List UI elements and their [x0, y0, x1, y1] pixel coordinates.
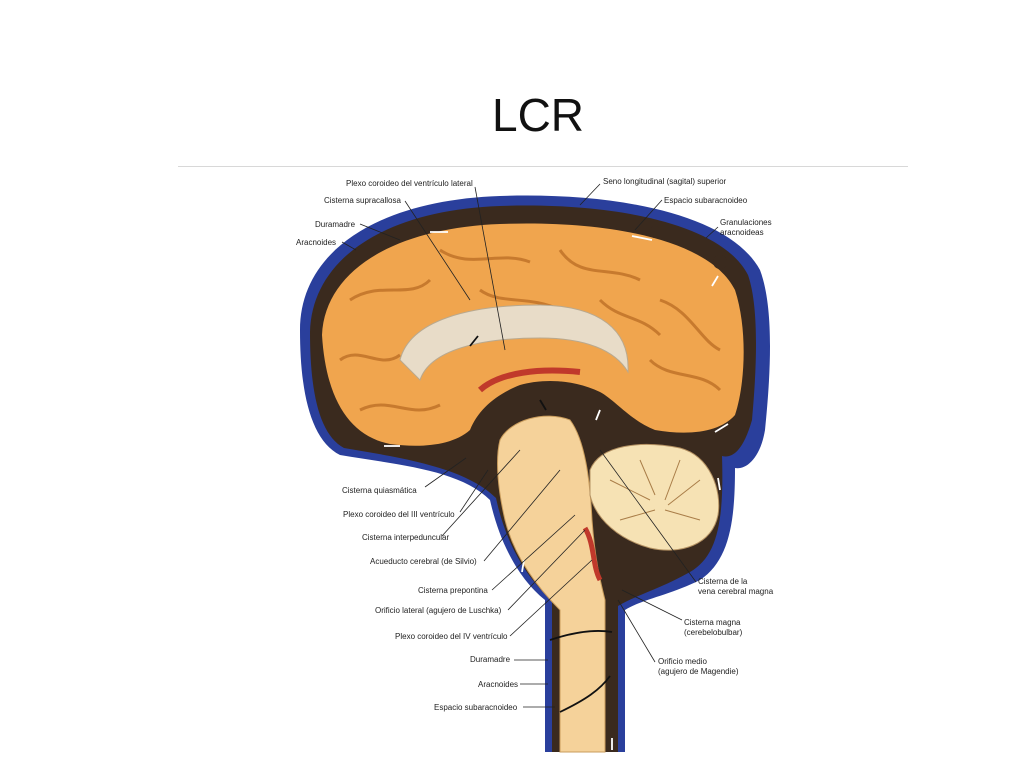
slide-title: LCR [491, 89, 585, 141]
label-aracnoides-top: Aracnoides [296, 238, 336, 247]
label-duramadre-top: Duramadre [315, 220, 356, 229]
diagram-labels: Plexo coroideo del ventrículo lateral Ci… [296, 177, 774, 712]
csf-flow-arrow [521, 559, 525, 573]
label-cisterna-prepontina: Cisterna prepontina [418, 586, 488, 595]
label-cisterna-quiasmatica: Cisterna quiasmática [342, 486, 417, 495]
cerebellum-shape [589, 443, 720, 551]
label-plexo-iii-ventriculo: Plexo coroideo del III ventrículo [343, 510, 455, 519]
label-cisterna-vena-line2: vena cerebral magna [698, 587, 774, 596]
csf-flow-arrow [631, 235, 653, 241]
gyri-lines [339, 248, 722, 412]
csf-flow-arrow [595, 409, 601, 421]
label-plexo-coroideo-ventriculo-lateral: Plexo coroideo del ventrículo lateral [346, 179, 473, 188]
csf-flow-arrow-dark [539, 399, 547, 411]
label-plexo-iv-ventriculo: Plexo coroideo del IV ventrículo [395, 632, 508, 641]
csf-flow-arrow [714, 423, 729, 433]
cerebellum-folia [609, 459, 701, 521]
label-orificio-medio-line1: Orificio medio [658, 657, 707, 666]
label-cisterna-supracallosa: Cisterna supracallosa [324, 196, 401, 205]
brain-illustration [300, 195, 770, 753]
label-granulaciones-line1: Granulaciones [720, 218, 772, 227]
label-acueducto-cerebral: Acueducto cerebral (de Silvio) [370, 557, 477, 566]
choroid-plexus-iv [582, 526, 603, 582]
csf-flow-arrow-dark [469, 335, 479, 347]
label-espacio-subaracnoideo-bottom: Espacio subaracnoideo [434, 703, 518, 712]
label-cisterna-magna-line1: Cisterna magna [684, 618, 741, 627]
label-aracnoides-bottom: Aracnoides [478, 680, 518, 689]
choroid-plexus-iii [477, 367, 581, 393]
label-duramadre-bottom: Duramadre [470, 655, 511, 664]
label-seno-longitudinal: Seno longitudinal (sagital) superior [603, 177, 727, 186]
csf-flow-arrow-dark [559, 675, 611, 713]
label-cisterna-interpeduncular: Cisterna interpeduncular [362, 533, 449, 542]
title-divider [178, 166, 908, 167]
csf-flow-arrow [711, 275, 719, 287]
label-cisterna-magna-line2: (cerebelobulbar) [684, 628, 743, 637]
label-espacio-subaracnoideo-top: Espacio subaracnoideo [664, 196, 748, 205]
leader-lines [341, 183, 719, 708]
arachnoid-granulation-2 [713, 255, 727, 269]
label-granulaciones-line2: aracnoideas [720, 228, 764, 237]
csf-flow-arrow [717, 477, 721, 491]
label-cisterna-vena-line1: Cisterna de la [698, 577, 748, 586]
corpus-callosum-shape [399, 304, 629, 381]
label-orificio-medio-line2: (agujero de Magendie) [658, 667, 739, 676]
arachnoid-granulation-1 [649, 226, 661, 238]
csf-flow-arrow-dark [549, 630, 613, 641]
label-orificio-lateral: Orificio lateral (agujero de Luschka) [375, 606, 502, 615]
